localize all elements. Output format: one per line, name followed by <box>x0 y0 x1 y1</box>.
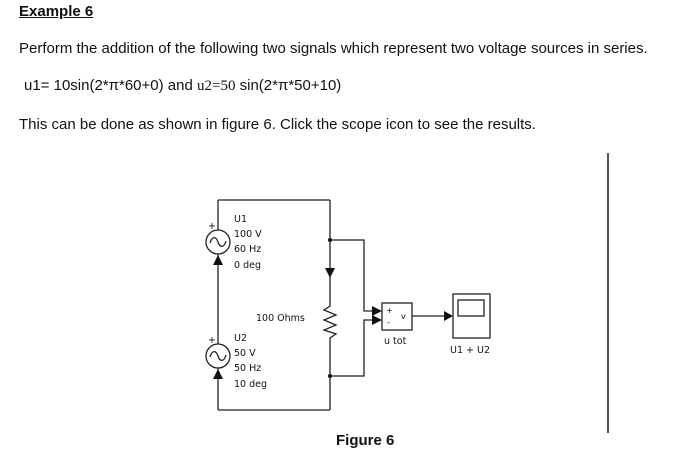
u1-frequency: 60 Hz <box>234 244 261 255</box>
equation-u1: u1= 10sin(2*π*60+0) and <box>24 77 197 94</box>
source-u1-icon[interactable] <box>205 229 231 255</box>
resistor-value: 100 Ohms <box>256 313 305 324</box>
port-minus-arrow <box>372 315 382 325</box>
wire-tap-plus <box>330 239 376 312</box>
source-u2-icon[interactable] <box>205 343 231 369</box>
figure-caption: Figure 6 <box>336 432 395 449</box>
u2-name: U2 <box>234 333 247 344</box>
u1-phase: 0 deg <box>234 260 261 271</box>
vertical-divider <box>607 153 609 433</box>
arrow-u2 <box>213 369 223 379</box>
u2-polarity: + <box>208 335 216 346</box>
junction-bottom <box>328 374 332 378</box>
u1-name: U1 <box>234 214 247 225</box>
intro-text: Perform the addition of the following tw… <box>19 40 648 57</box>
u2-amplitude: 50 V <box>234 348 256 359</box>
voltmeter-symbol: v <box>401 312 406 321</box>
arrow-current <box>325 268 335 278</box>
instruction-text: This can be done as shown in figure 6. C… <box>19 116 536 133</box>
u1-polarity: + <box>208 221 216 232</box>
voltmeter-plus: + <box>386 306 393 315</box>
sine-glyph-u2 <box>209 350 227 362</box>
junction-top <box>328 238 332 242</box>
scope-screen <box>457 299 485 317</box>
equation-text: u1= 10sin(2*π*60+0) and u2=50 sin(2*π*50… <box>24 77 341 95</box>
port-plus-arrow <box>372 306 382 316</box>
resistor-zigzag <box>322 298 338 345</box>
scope-name: U1 + U2 <box>450 345 490 356</box>
voltmeter-minus: - <box>387 318 390 327</box>
arrow-u1 <box>213 255 223 265</box>
example-heading: Example 6 <box>19 3 94 20</box>
port-scope-arrow <box>444 311 453 321</box>
voltmeter-block[interactable] <box>381 302 413 331</box>
equation-u2: sin(2*π*50+10) <box>235 77 342 94</box>
wire-tap-minus <box>330 319 376 377</box>
voltmeter-name: u tot <box>384 336 407 347</box>
u1-amplitude: 100 V <box>234 229 262 240</box>
u2-frequency: 50 Hz <box>234 363 261 374</box>
u2-phase: 10 deg <box>234 379 267 390</box>
sine-glyph-u1 <box>209 236 227 248</box>
equation-u2-label: u2=50 <box>196 78 236 94</box>
